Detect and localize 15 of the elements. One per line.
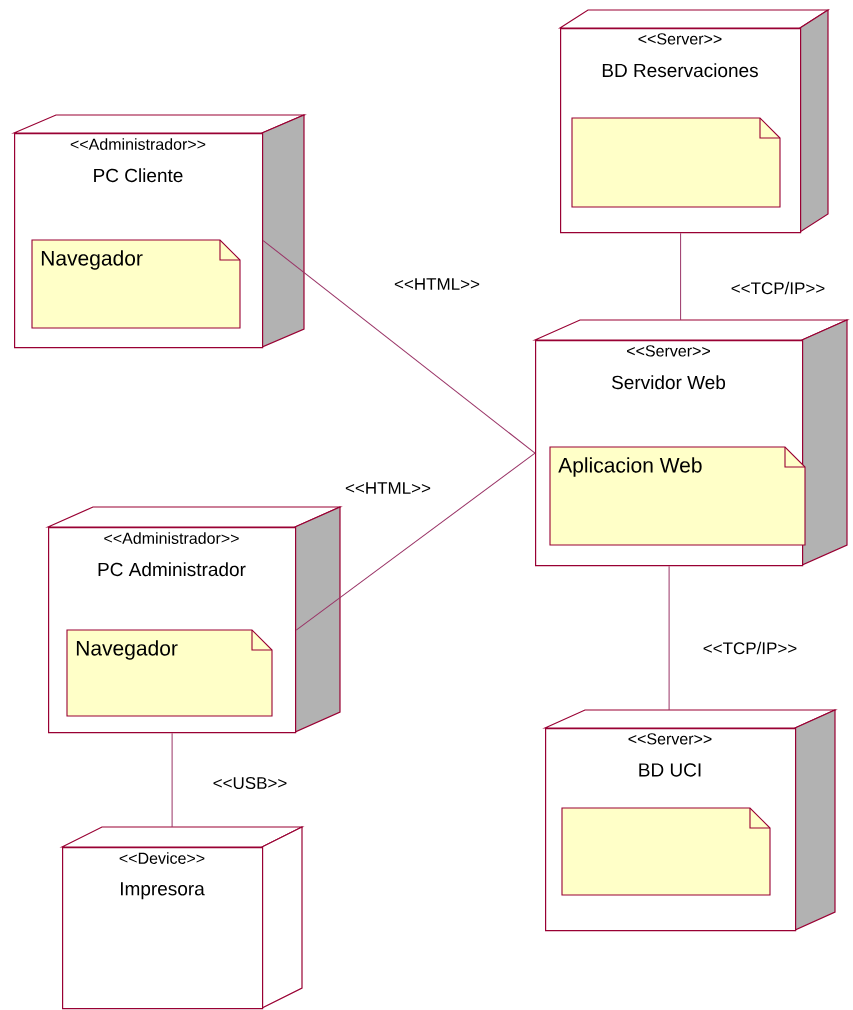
note: Aplicacion Web xyxy=(549,446,806,546)
note: Navegador xyxy=(66,629,273,717)
edge-label: <<HTML>> xyxy=(393,277,481,291)
edge-label: <<TCP/IP>> xyxy=(701,640,799,656)
edge-label: <<TCP/IP>> xyxy=(729,280,827,296)
connector-line xyxy=(171,732,173,828)
connector-line xyxy=(295,452,536,631)
edge-label: <<USB>> xyxy=(211,776,289,790)
note xyxy=(571,117,781,208)
connector-line xyxy=(680,232,682,321)
note xyxy=(561,807,771,896)
connector-line xyxy=(262,240,536,454)
connector-line xyxy=(668,565,670,711)
note: Navegador xyxy=(31,239,241,329)
edge-label: <<HTML>> xyxy=(344,481,432,495)
